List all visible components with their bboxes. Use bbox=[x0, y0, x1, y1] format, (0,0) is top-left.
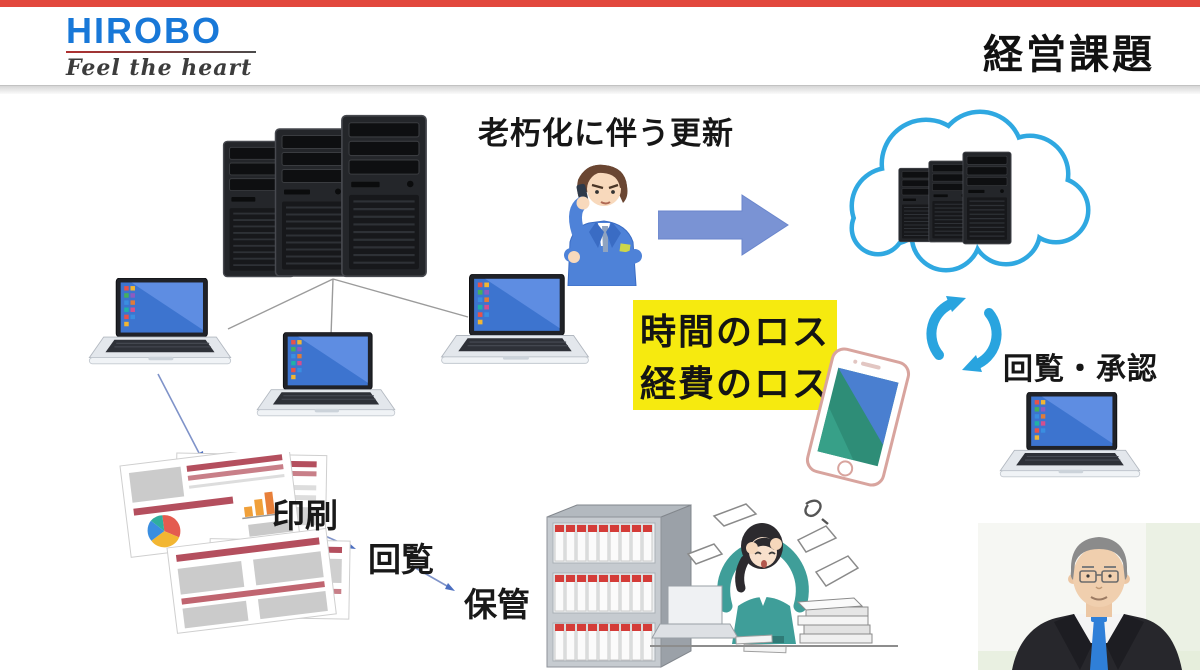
printed-documents-icon bbox=[119, 452, 351, 634]
smartphone-icon bbox=[805, 347, 911, 487]
laptop-icon bbox=[88, 278, 232, 365]
businessman-on-phone-icon bbox=[564, 164, 642, 286]
stressed-worker-icon bbox=[650, 499, 898, 654]
logo-underline bbox=[66, 50, 256, 53]
time-loss-highlight: 時間のロス bbox=[633, 300, 838, 358]
header-divider bbox=[0, 85, 1200, 94]
presenter-webcam-overlay bbox=[978, 523, 1200, 670]
laptop-icon bbox=[441, 274, 589, 364]
logo-tagline: Feel the heart bbox=[66, 54, 253, 81]
server-cluster-icon bbox=[222, 114, 428, 278]
circulation-approval-label: 回覧・承認 bbox=[1003, 353, 1158, 386]
cost-loss-highlight: 経費のロス bbox=[633, 352, 838, 410]
logo-brand-text: HIROBO bbox=[66, 10, 222, 51]
migration-right-arrow-icon bbox=[658, 194, 789, 256]
laptop-icon bbox=[999, 392, 1141, 478]
print-label: 印刷 bbox=[272, 497, 338, 534]
page-title: 経営課題 bbox=[983, 33, 1155, 77]
store-label: 保管 bbox=[464, 586, 530, 623]
top-accent-bar bbox=[0, 0, 1200, 7]
binder-shelf-icon bbox=[546, 504, 692, 668]
hirobo-logo: HIROBO Feel the heart bbox=[66, 12, 276, 81]
cloud-servers-icon bbox=[898, 151, 1012, 245]
circulate-label: 回覧 bbox=[368, 541, 434, 578]
sync-arrows-icon bbox=[926, 296, 1002, 372]
aging-update-label: 老朽化に伴う更新 bbox=[478, 116, 734, 151]
laptop-icon bbox=[256, 332, 396, 417]
